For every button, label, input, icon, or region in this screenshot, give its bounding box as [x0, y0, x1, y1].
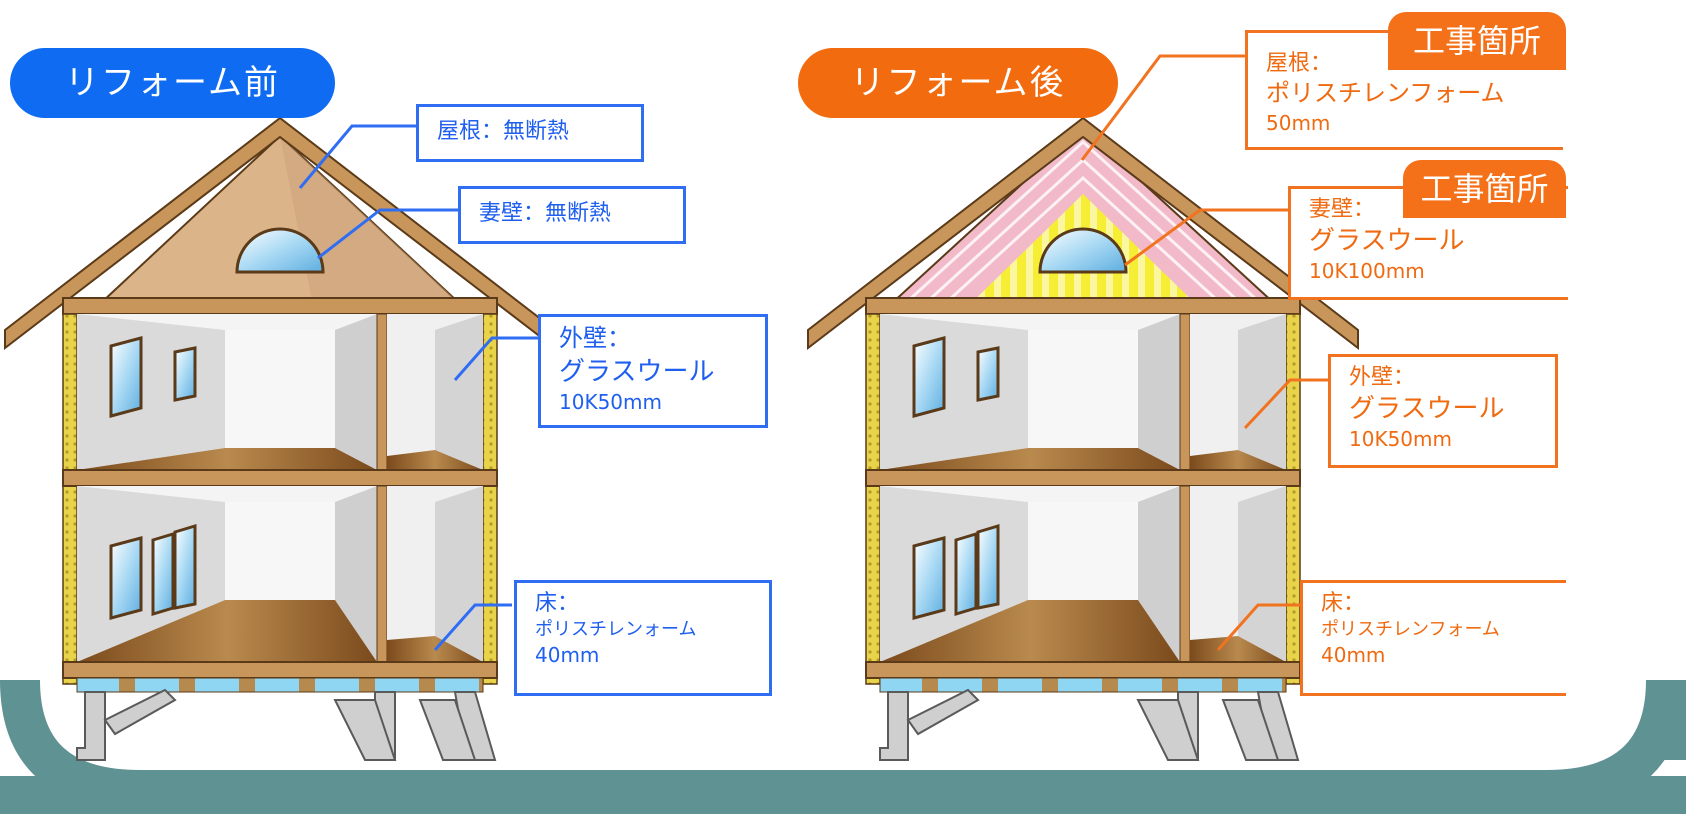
before-title: リフォーム前 — [10, 48, 335, 118]
after-roof-line3: 50mm — [1266, 110, 1331, 135]
house-after — [806, 116, 1360, 762]
before-floor-line2: ポリスチレンォーム — [535, 619, 697, 641]
after-wall-line3: 10K50mm — [1349, 427, 1452, 452]
outer-frame — [0, 679, 1686, 810]
leader-lines-after — [1080, 54, 1328, 651]
before-gable-label: 妻壁：無断熱 — [458, 186, 686, 244]
after-wall-line2: グラスウール — [1349, 394, 1505, 425]
before-floor-line3: 40mm — [535, 642, 600, 667]
after-roof-line2: ポリスチレンフォーム — [1266, 79, 1505, 108]
before-floor-line1: 床： — [535, 591, 580, 616]
after-floor-line1: 床： — [1321, 591, 1366, 616]
before-wall-line2: グラスウール — [559, 356, 715, 387]
after-roof-line1: 屋根： — [1266, 51, 1333, 76]
before-gable-text: 妻壁：無断熱 — [479, 201, 612, 226]
after-floor-line2: ポリスチレンフォーム — [1321, 619, 1500, 641]
leader-lines-before — [298, 124, 538, 651]
after-gable-line3: 10K100mm — [1309, 259, 1425, 284]
after-floor-label: 床： ポリスチレンフォーム 40mm — [1300, 580, 1566, 696]
after-wall-label: 外壁： グラスウール 10K50mm — [1328, 354, 1558, 468]
house-before — [3, 116, 557, 762]
before-wall-label: 外壁： グラスウール 10K50mm — [538, 314, 768, 428]
before-roof-text: 屋根：無断熱 — [437, 119, 570, 144]
after-gable-line2: グラスウール — [1309, 226, 1465, 257]
before-floor-label: 床： ポリスチレンォーム 40mm — [514, 580, 772, 696]
after-wall-line1: 外壁： — [1349, 365, 1416, 390]
after-gable-work-tag: 工事箇所 — [1403, 160, 1566, 218]
after-title: リフォーム後 — [798, 48, 1118, 118]
after-roof-work-tag: 工事箇所 — [1388, 12, 1566, 70]
after-floor-line3: 40mm — [1321, 642, 1386, 667]
after-gable-line1: 妻壁： — [1309, 197, 1376, 222]
before-wall-line1: 外壁： — [559, 324, 631, 352]
before-roof-label: 屋根：無断熱 — [416, 104, 644, 162]
before-wall-line3: 10K50mm — [559, 389, 662, 414]
